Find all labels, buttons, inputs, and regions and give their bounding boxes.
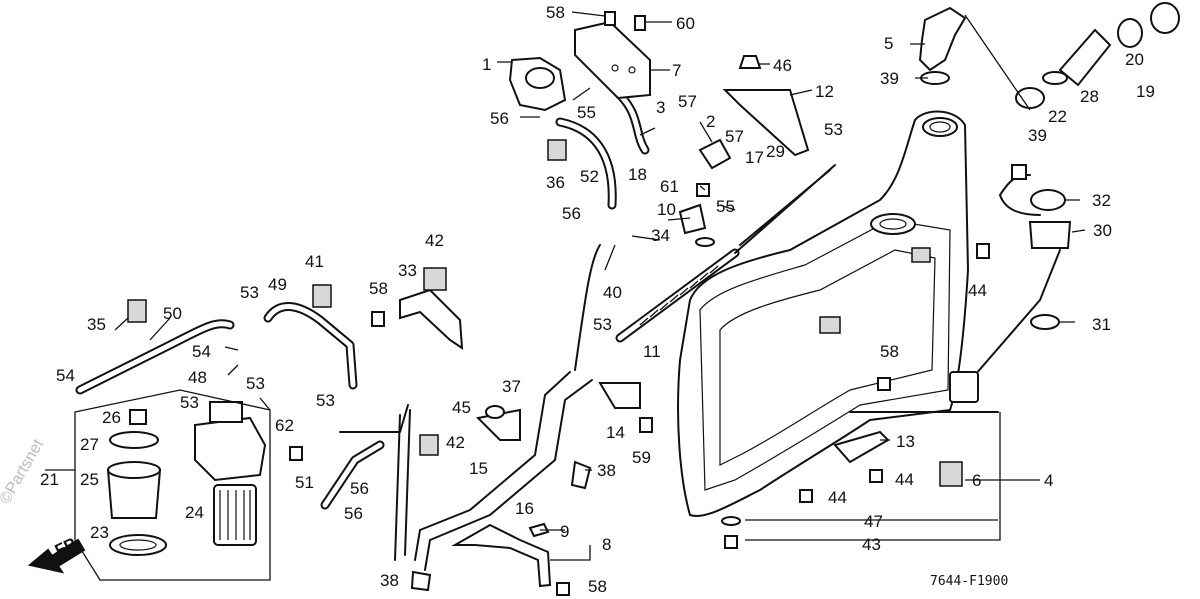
callout-40: 40 bbox=[603, 283, 622, 302]
callout-53-b: 53 bbox=[240, 283, 259, 302]
callout-23: 23 bbox=[90, 523, 109, 542]
callout-59: 59 bbox=[632, 448, 651, 467]
callout-26: 26 bbox=[102, 408, 121, 427]
callout-27: 27 bbox=[80, 435, 99, 454]
callout-62: 62 bbox=[275, 416, 294, 435]
callout-8: 8 bbox=[602, 535, 611, 554]
callout-12: 12 bbox=[815, 82, 834, 101]
callout-42: 42 bbox=[425, 231, 444, 250]
callout-44-b: 44 bbox=[895, 470, 914, 489]
callout-38: 38 bbox=[597, 461, 616, 480]
callout-16: 16 bbox=[515, 499, 534, 518]
hoses bbox=[75, 90, 650, 510]
callout-14: 14 bbox=[606, 423, 625, 442]
callout-37: 37 bbox=[502, 377, 521, 396]
fuel-gauge-sender bbox=[949, 164, 1072, 403]
front-direction-label: FR. bbox=[53, 533, 84, 559]
callout-50: 50 bbox=[163, 304, 182, 323]
callout-11: 11 bbox=[643, 342, 661, 361]
callout-54-b: 54 bbox=[192, 342, 211, 361]
breather-hose-11 bbox=[615, 248, 740, 343]
callout-53: 53 bbox=[824, 120, 843, 139]
tube-upper bbox=[734, 164, 836, 254]
callout-7: 7 bbox=[672, 61, 681, 80]
callout-54: 54 bbox=[56, 366, 75, 385]
callout-56-c: 56 bbox=[350, 479, 369, 498]
callout-18: 18 bbox=[628, 165, 647, 184]
fuel-pump-assembly bbox=[508, 20, 810, 170]
callout-15: 15 bbox=[469, 459, 488, 478]
callout-38-b: 38 bbox=[380, 571, 399, 590]
fuel-lines bbox=[339, 244, 601, 571]
callout-52: 52 bbox=[580, 167, 599, 186]
callout-55-b: 55 bbox=[716, 197, 735, 216]
callout-2: 2 bbox=[706, 112, 715, 131]
callout-61: 61 bbox=[660, 177, 679, 196]
callout-5: 5 bbox=[884, 34, 893, 53]
callout-48: 48 bbox=[188, 368, 207, 387]
callout-53-e: 53 bbox=[316, 391, 335, 410]
callout-39: 39 bbox=[880, 69, 899, 88]
callout-17: 17 bbox=[745, 148, 764, 167]
callout-53-f: 53 bbox=[593, 315, 612, 334]
callout-53-d: 53 bbox=[180, 393, 199, 412]
callout-57-b: 57 bbox=[725, 127, 744, 146]
callout-3: 3 bbox=[656, 98, 665, 117]
callout-49: 49 bbox=[268, 275, 287, 294]
callout-44-c: 44 bbox=[828, 488, 847, 507]
fuel-tank bbox=[677, 110, 999, 517]
callout-46: 46 bbox=[773, 56, 792, 75]
callout-4: 4 bbox=[1044, 471, 1053, 490]
callout-56: 56 bbox=[490, 109, 509, 128]
callout-56-b: 56 bbox=[562, 204, 581, 223]
callout-10: 10 bbox=[657, 200, 676, 219]
callout-29: 29 bbox=[766, 142, 785, 161]
callout-58-c: 58 bbox=[588, 577, 607, 596]
callout-45: 45 bbox=[452, 398, 471, 417]
callout-22: 22 bbox=[1048, 107, 1067, 126]
callout-6: 6 bbox=[972, 471, 981, 490]
fuel-filter-left bbox=[74, 389, 271, 581]
brackets bbox=[127, 139, 963, 588]
callout-21: 21 bbox=[40, 470, 59, 489]
diagram-code: 7644-F1900 bbox=[930, 574, 1008, 589]
leader-lines bbox=[45, 11, 1086, 561]
callout-9: 9 bbox=[560, 522, 569, 541]
fasteners bbox=[289, 11, 990, 596]
callout-56-d: 56 bbox=[344, 504, 363, 523]
callout-30: 30 bbox=[1093, 221, 1112, 240]
callout-55: 55 bbox=[577, 103, 596, 122]
callout-35: 35 bbox=[87, 315, 106, 334]
callout-33: 33 bbox=[398, 261, 417, 280]
callout-34: 34 bbox=[651, 226, 670, 245]
callout-32: 32 bbox=[1092, 191, 1111, 210]
callout-36: 36 bbox=[546, 173, 565, 192]
callout-42-b: 42 bbox=[446, 433, 465, 452]
callout-57: 57 bbox=[678, 92, 697, 111]
callout-43: 43 bbox=[862, 535, 881, 554]
callout-58: 58 bbox=[546, 3, 565, 22]
filler-neck bbox=[918, 2, 1180, 111]
callout-25: 25 bbox=[80, 470, 99, 489]
callout-13: 13 bbox=[896, 432, 915, 451]
callout-44: 44 bbox=[968, 281, 987, 300]
callout-24: 24 bbox=[185, 503, 204, 522]
callout-51: 51 bbox=[295, 473, 314, 492]
callout-60: 60 bbox=[676, 14, 695, 33]
front-direction-arrow: FR. bbox=[27, 533, 86, 574]
callout-20: 20 bbox=[1125, 50, 1144, 69]
callout-58-b: 58 bbox=[369, 279, 388, 298]
callout-47: 47 bbox=[864, 512, 883, 531]
callout-19: 19 bbox=[1136, 82, 1155, 101]
callout-31: 31 bbox=[1092, 315, 1111, 334]
callout-41: 41 bbox=[305, 252, 324, 271]
callout-58-d: 58 bbox=[880, 342, 899, 361]
callout-53-c: 53 bbox=[246, 374, 265, 393]
callout-labels: 58 60 1 7 55 3 56 18 36 52 56 46 12 57 2… bbox=[40, 3, 1155, 596]
callout-28: 28 bbox=[1080, 87, 1099, 106]
callout-1: 1 bbox=[482, 55, 491, 74]
callout-39-b: 39 bbox=[1028, 126, 1047, 145]
